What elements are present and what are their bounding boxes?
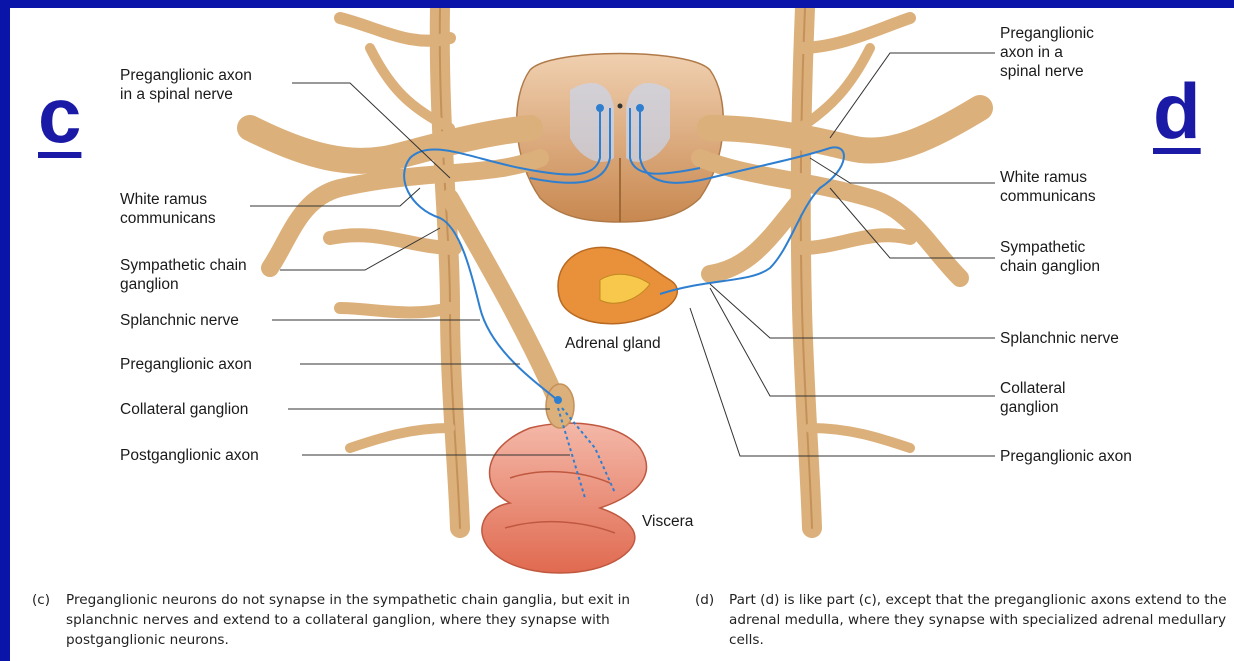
label-left-preganglionic-axon-spinal-nerve: Preganglionic axon in a spinal nerve <box>120 67 256 103</box>
adrenal-gland <box>558 247 677 323</box>
caption-c: (c) Preganglionic neurons do not synapse… <box>32 590 642 650</box>
caption-d-text: Part (d) is like part (c), except that t… <box>695 590 1234 650</box>
figure-panel: Preganglionic axon in a spinal nerve Whi… <box>10 8 1234 661</box>
label-right-collateral-ganglion: Collateral ganglion <box>1000 380 1070 416</box>
panel-letter-c: c <box>38 76 81 154</box>
caption-d: (d) Part (d) is like part (c), except th… <box>695 590 1234 650</box>
caption-c-text: Preganglionic neurons do not synapse in … <box>32 590 642 650</box>
label-left-white-ramus: White ramus communicans <box>120 191 216 227</box>
label-left-splanchnic-nerve: Splanchnic nerve <box>120 312 239 329</box>
panel-letter-d: d <box>1153 72 1201 150</box>
label-viscera: Viscera <box>642 513 694 530</box>
viscera <box>482 384 647 573</box>
label-right-preganglionic-axon: Preganglionic axon <box>1000 448 1132 465</box>
label-right-preganglionic-axon-spinal-nerve: Preganglionic axon in a spinal nerve <box>1000 25 1098 80</box>
label-left-chain-ganglion: Sympathetic chain ganglion <box>120 257 251 293</box>
spinal-cord <box>517 54 724 223</box>
label-right-splanchnic-nerve: Splanchnic nerve <box>1000 330 1119 347</box>
anatomy-illustration: Preganglionic axon in a spinal nerve Whi… <box>10 8 1234 588</box>
label-left-collateral-ganglion: Collateral ganglion <box>120 401 248 418</box>
label-left-preganglionic-axon: Preganglionic axon <box>120 356 252 373</box>
label-right-chain-ganglion: Sympathetic chain ganglion <box>1000 239 1100 275</box>
caption-c-tag: (c) <box>32 590 50 610</box>
label-right-white-ramus: White ramus communicans <box>1000 169 1096 205</box>
right-nerve-network <box>700 8 980 528</box>
caption-d-tag: (d) <box>695 590 714 610</box>
label-adrenal-gland: Adrenal gland <box>565 335 661 352</box>
label-left-postganglionic-axon: Postganglionic axon <box>120 447 259 464</box>
